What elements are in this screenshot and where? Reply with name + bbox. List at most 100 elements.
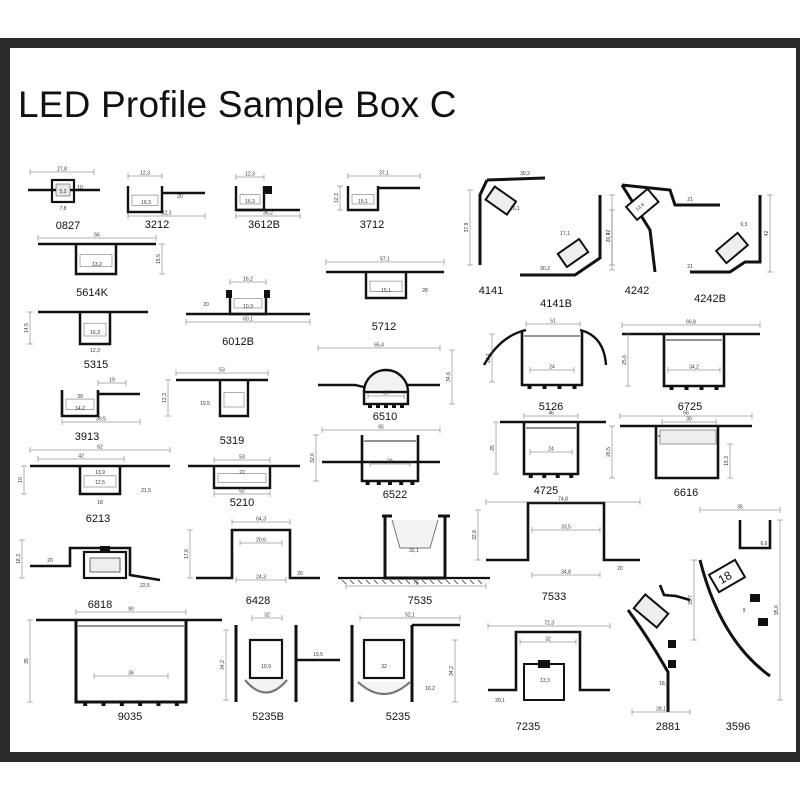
profile-6725 (622, 332, 760, 390)
profile-3712 (346, 186, 420, 212)
profile-7535 (338, 514, 490, 585)
dimension-label: 72,3 (544, 621, 554, 627)
dimension-label: 13,2 (92, 262, 102, 268)
dimension-label: 37,1 (379, 171, 389, 177)
profile-5319 (176, 378, 268, 418)
profile-code-label: 3612B (248, 219, 280, 231)
dimension-label: 10,9 (261, 664, 271, 670)
dimension-label: 24,3 (256, 575, 266, 581)
profile-code-label: 6818 (88, 599, 112, 611)
dimension-label: 16,3 (245, 199, 255, 205)
dimension-label: 74,8 (558, 497, 568, 503)
dimension-label: 24 (548, 447, 554, 453)
profile-code-label: 7533 (542, 591, 566, 603)
dimension-label: 20,1 (495, 698, 505, 704)
profile-code-label: 4242B (694, 293, 726, 305)
dimension-label: 66 (683, 411, 689, 417)
profile-code-label: 5315 (84, 359, 108, 371)
profile-code-label: 3596 (726, 721, 750, 733)
dimension-label: 62 (97, 445, 103, 451)
dimension-label: 12,3 (140, 171, 150, 177)
profile-5126 (482, 328, 608, 389)
dimension-label: 14,2 (75, 406, 85, 412)
dimension-label: 34,2 (220, 660, 226, 670)
dimension-label: 15,1 (358, 199, 368, 205)
dimension-label: 5,2 (60, 189, 67, 195)
dimension-label: 20 (47, 558, 53, 564)
dimension-label: 18,2 (659, 681, 669, 687)
dimension-label: 15,3 (724, 456, 730, 466)
profile-6012B (186, 290, 310, 316)
profile-code-label: 6213 (86, 513, 110, 525)
dimension-label: 9 (743, 608, 746, 614)
dimension-label: 36,2 (263, 211, 273, 217)
dimension-label: 53 (219, 368, 225, 374)
dimension-label: 18,3 (16, 554, 22, 564)
profile-labels: 27,85,2107,8082712,316,32032,3321212,316… (16, 167, 783, 733)
dimension-label: 32,6 (310, 453, 316, 463)
dimension-label: 53 (239, 455, 245, 461)
profile-code-label: 2881 (656, 721, 680, 733)
dimension-label: 34,2 (449, 666, 455, 676)
profile-code-label: 3913 (75, 431, 99, 443)
dimension-label: 30,2 (540, 266, 550, 272)
dimension-label: 26,5 (606, 447, 612, 457)
dimension-label: 16,2 (425, 686, 435, 692)
dimension-label: 35,7 (688, 595, 694, 605)
dimension-label: 24 (549, 365, 555, 371)
dimension-label: 18 (716, 568, 735, 587)
dimension-label: 12,3 (245, 172, 255, 178)
dimension-label: 46 (548, 411, 554, 417)
profile-code-label: 6616 (674, 487, 698, 499)
dimension-label: 19,5 (313, 652, 323, 658)
dimension-label: 42 (78, 454, 84, 460)
dimension-label: 25,6 (622, 355, 628, 365)
profile-4725 (500, 420, 606, 478)
dimension-label: 32,3 (162, 211, 172, 217)
dimension-label: 12,5 (95, 480, 105, 486)
profile-3913 (60, 390, 140, 418)
dimension-label: 42 (764, 231, 770, 237)
dimension-label: 52,1 (405, 613, 415, 619)
dimension-label: 22 (239, 470, 245, 476)
dimension-label: 32 (545, 637, 551, 643)
dimension-label: 16,1 (510, 206, 520, 212)
profile-code-label: 7235 (516, 721, 540, 733)
page-title: LED Profile Sample Box C (18, 84, 457, 125)
dimension-label: 18 (97, 500, 103, 506)
profile-4242B (690, 195, 762, 274)
profile-0827 (28, 178, 100, 204)
dimension-label: 26 (383, 391, 389, 397)
dimension-label: 20 (177, 194, 183, 200)
profile-4141B (520, 195, 602, 277)
profile-code-label: 3712 (360, 219, 384, 231)
dimension-label: 75 (413, 581, 419, 587)
profile-code-label: 4242 (625, 285, 649, 297)
dimension-label: 10 (77, 185, 83, 191)
profile-code-label: 6725 (678, 401, 702, 413)
profile-code-label: 9035 (118, 711, 142, 723)
profile-code-label: 3212 (145, 219, 169, 231)
profile-code-label: 4725 (534, 485, 558, 497)
dimension-label: 15,1 (381, 288, 391, 294)
dimension-label: 21 (687, 197, 693, 203)
dimension-label: 16,3 (141, 200, 151, 206)
profile-6522 (322, 435, 440, 485)
profile-code-label: 5210 (230, 497, 254, 509)
dimension-label: 42 (606, 230, 612, 236)
dimension-label: 56 (94, 233, 100, 239)
profile-9035 (36, 618, 222, 706)
profile-6213 (30, 464, 170, 496)
dimension-label: 52 (239, 489, 245, 495)
profile-5210 (188, 464, 300, 490)
dimension-label: 30 (686, 417, 692, 423)
dimension-label: 13,9 (95, 470, 105, 476)
dimension-label: 35 (737, 505, 743, 511)
profile-code-label: 4141B (540, 298, 572, 310)
dimension-label: 17,6 (184, 549, 190, 559)
dimension-label: 25 (490, 445, 496, 451)
dimension-label: 13,3 (540, 678, 550, 684)
dimension-label: 21 (687, 264, 693, 270)
profile-3212 (126, 186, 205, 214)
profile-6818 (30, 546, 161, 582)
